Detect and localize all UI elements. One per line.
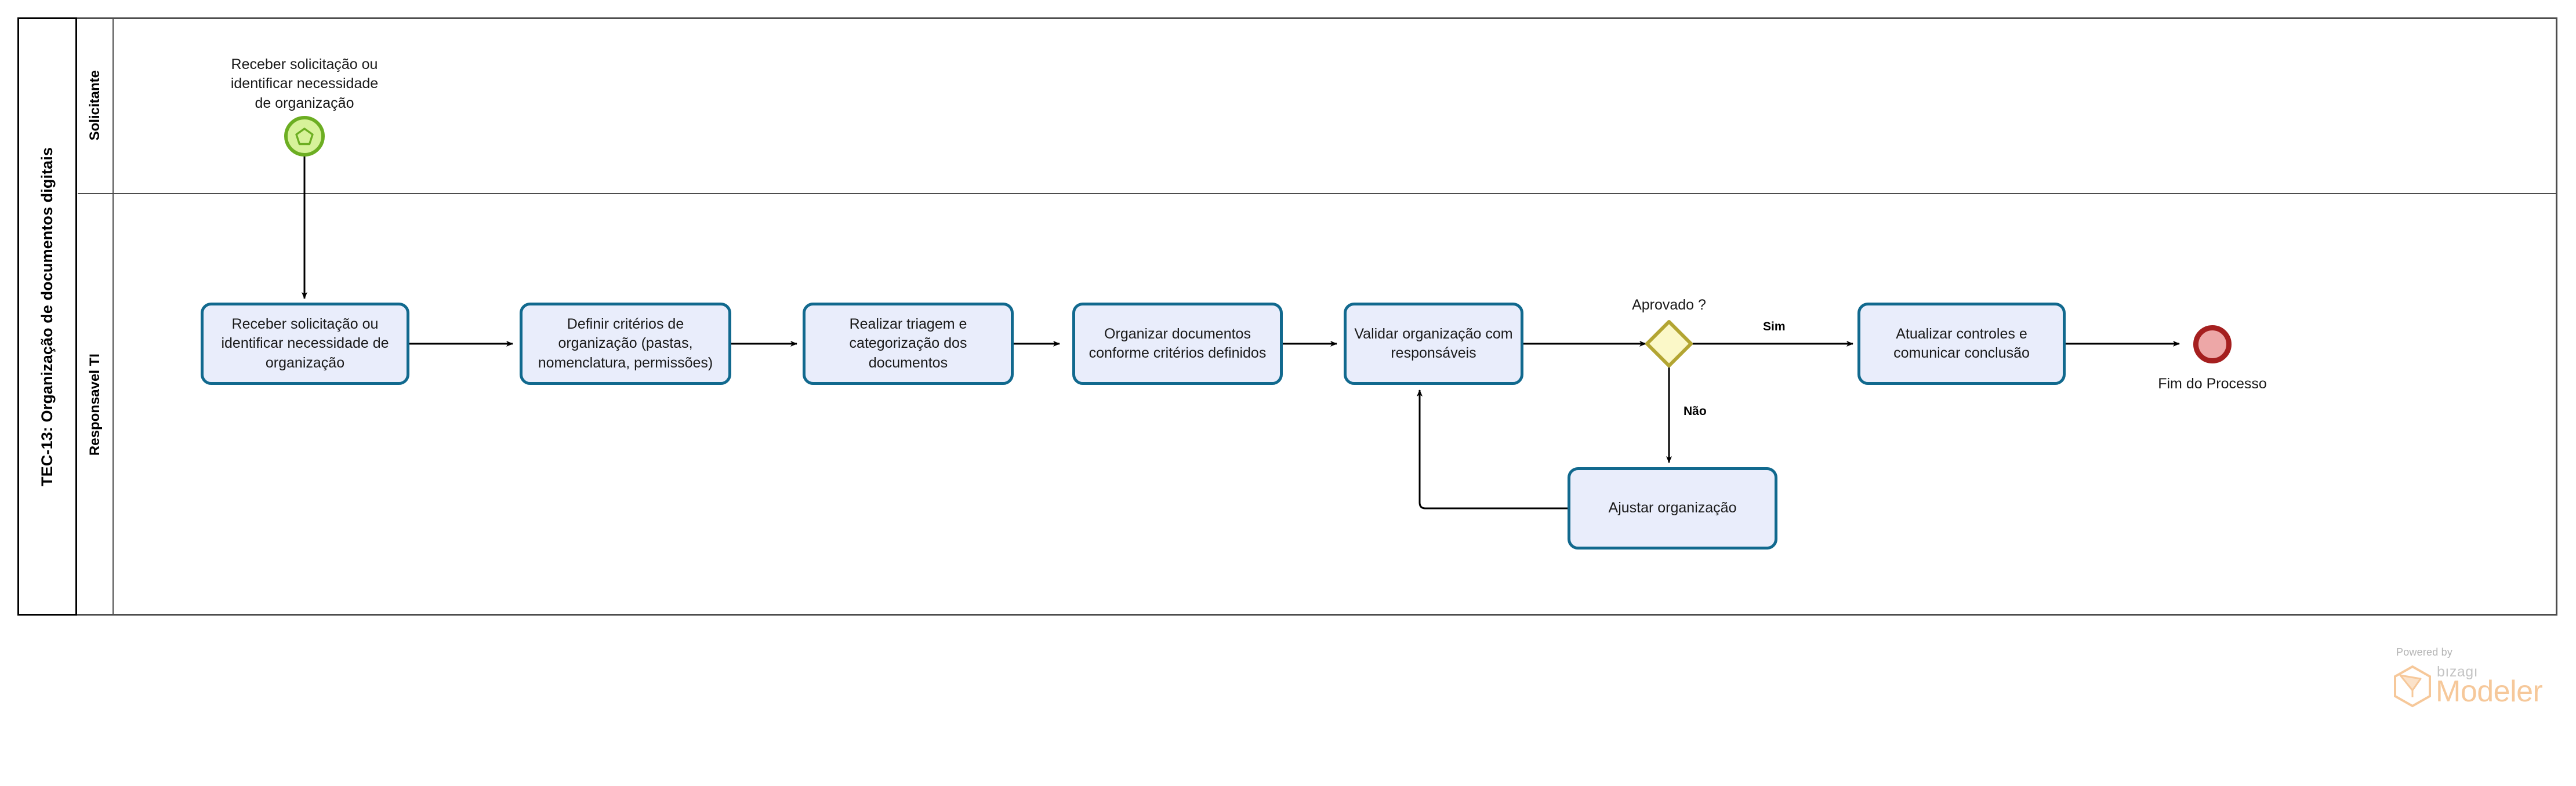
- task-definir-criterios-label: Definir critérios de organização (pastas…: [538, 316, 713, 371]
- end-event-label: Fim do Processo: [2158, 376, 2267, 392]
- watermark-brand: bızagı: [2437, 664, 2479, 680]
- lane-label-solicitante: Solicitante: [78, 18, 113, 193]
- start-event-label: Receber solicitação ou identificar neces…: [230, 56, 379, 111]
- watermark-powered-by: Powered by: [2396, 646, 2453, 658]
- watermark-product: Modeler: [2436, 675, 2543, 708]
- bizagi-hexagon-logo-icon: [2394, 665, 2431, 708]
- task-ajustar[interactable]: Ajustar organização: [1568, 467, 1777, 550]
- task-atualizar-label: Atualizar controles e comunicar conclusã…: [1893, 325, 2030, 361]
- pool-title-column: TEC-13: Organização de documentos digita…: [17, 17, 77, 616]
- bizagi-modeler-watermark: Powered by bızagı Modeler: [2372, 646, 2557, 722]
- task-ajustar-label: Ajustar organização: [1608, 500, 1737, 516]
- task-receber[interactable]: Receber solicitação ou identificar neces…: [201, 303, 409, 385]
- pool-title: TEC-13: Organização de documentos digita…: [38, 147, 56, 486]
- flow-label-sim: Sim: [1763, 320, 1786, 333]
- task-receber-label: Receber solicitação ou identificar neces…: [221, 316, 389, 371]
- task-triagem[interactable]: Realizar triagem e categorização dos doc…: [803, 303, 1014, 385]
- task-definir-criterios[interactable]: Definir critérios de organização (pastas…: [520, 303, 731, 385]
- exclusive-gateway-diamond-icon: [1645, 320, 1693, 367]
- task-triagem-label: Realizar triagem e categorização dos doc…: [849, 316, 967, 371]
- pentagon-signal-start-event-icon: [295, 128, 314, 145]
- task-validar-label: Validar organização com responsáveis: [1354, 325, 1513, 361]
- lane-divider: [78, 193, 2556, 194]
- lane-label-solicitante-text: Solicitante: [87, 70, 103, 141]
- gateway-aprovado[interactable]: [1645, 319, 1693, 368]
- task-organizar[interactable]: Organizar documentos conforme critérios …: [1072, 303, 1283, 385]
- task-organizar-label: Organizar documentos conforme critérios …: [1089, 325, 1267, 361]
- pool-frame: [17, 17, 2557, 616]
- lane-label-responsavel-ti-text: Responsavel TI: [87, 353, 103, 456]
- end-event[interactable]: [2193, 325, 2232, 363]
- lane-label-separator: [113, 18, 114, 615]
- lane-label-responsavel-ti: Responsavel TI: [78, 194, 113, 615]
- gateway-aprovado-label: Aprovado ?: [1632, 297, 1706, 313]
- flow-label-nao: Não: [1684, 405, 1707, 418]
- start-event[interactable]: [284, 116, 325, 157]
- task-validar[interactable]: Validar organização com responsáveis: [1344, 303, 1523, 385]
- task-atualizar[interactable]: Atualizar controles e comunicar conclusã…: [1857, 303, 2066, 385]
